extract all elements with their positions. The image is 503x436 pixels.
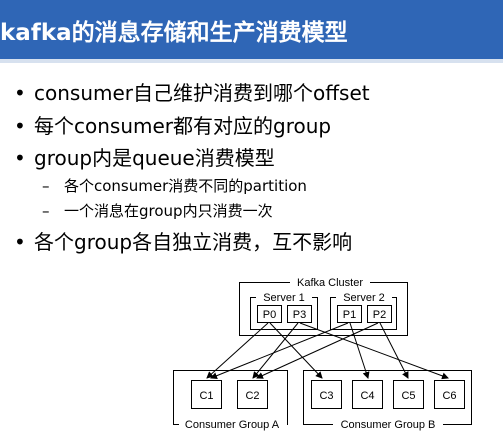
arrow-p3-c2 (252, 322, 299, 379)
group-label-mask (333, 418, 443, 430)
consumer-box (191, 380, 222, 409)
consumer-box (393, 380, 424, 409)
partition-label: P3 (293, 309, 306, 321)
partition-consumer-arrows (206, 322, 449, 380)
consumer-label: C5 (401, 390, 415, 402)
consumer-box (237, 380, 268, 409)
sub-bullet-dash-icon: – (42, 202, 50, 220)
consumer-label: C2 (245, 390, 259, 402)
sub-bullet-text: 各个consumer消费不同的partition (64, 177, 307, 195)
consumer-label: C1 (199, 390, 213, 402)
bullet-item: • group内是queue消费模型 (14, 145, 275, 171)
consumer-group-label: Consumer Group B (341, 419, 436, 431)
bullet-item: • 各个group各自独立消费，互不影响 (14, 229, 352, 255)
cluster-label-mask (290, 276, 370, 288)
consumer-label: C6 (442, 390, 456, 402)
consumer-group-label: Consumer Group A (185, 419, 280, 431)
cluster-label: Kafka Cluster (297, 277, 363, 289)
bullet-text: group内是queue消费模型 (34, 146, 275, 170)
server-label: Server 1 (263, 292, 305, 304)
arrow-p2-c5 (379, 322, 409, 379)
bullet-dot-icon: • (14, 230, 26, 254)
sub-bullet-dash-icon: – (42, 177, 50, 195)
consumer-box (311, 380, 342, 409)
consumer-box (352, 380, 383, 409)
partition-label: P0 (263, 309, 276, 321)
partition-box (287, 305, 312, 323)
sub-bullet-item: –一个消息在group内只消费一次 (42, 201, 273, 221)
bullet-item: • 每个consumer都有对应的group (14, 113, 331, 139)
slide-title: kafka的消息存储和生产消费模型 (0, 20, 348, 46)
partition-label: P1 (343, 309, 356, 321)
arrow-p2-c2 (256, 322, 379, 379)
bullet-dot-icon: • (14, 114, 26, 138)
server-label: Server 2 (343, 292, 385, 304)
bullet-text: 每个consumer都有对应的group (34, 114, 332, 138)
consumer-label: C4 (360, 390, 374, 402)
bullet-text: consumer自己维护消费到哪个offset (34, 81, 370, 105)
server-label-mask (336, 291, 392, 303)
sub-bullet-text: 一个消息在group内只消费一次 (64, 202, 273, 220)
partition-box (337, 305, 362, 323)
bullet-dot-icon: • (14, 146, 26, 170)
server-label-mask (256, 291, 312, 303)
arrow-p1-c1 (210, 322, 349, 380)
partition-label: P2 (373, 309, 386, 321)
arrow-p0-c1 (206, 322, 269, 379)
consumer-group-box (173, 370, 288, 425)
consumer-box (434, 380, 465, 409)
arrow-p1-c4 (349, 322, 370, 379)
slide-title-bar: kafka的消息存储和生产消费模型 (0, 0, 503, 63)
partition-box (257, 305, 282, 323)
group-label-mask (179, 418, 287, 430)
sub-bullet-item: –各个consumer消费不同的partition (42, 176, 307, 196)
arrow-p0-c3 (269, 322, 323, 379)
arrow-p3-c6 (299, 322, 449, 380)
bullet-item: • consumer自己维护消费到哪个offset (14, 80, 370, 106)
bullet-text: 各个group各自独立消费，互不影响 (34, 230, 353, 254)
consumer-label: C3 (319, 390, 333, 402)
partition-box (367, 305, 392, 323)
bullet-dot-icon: • (14, 81, 26, 105)
